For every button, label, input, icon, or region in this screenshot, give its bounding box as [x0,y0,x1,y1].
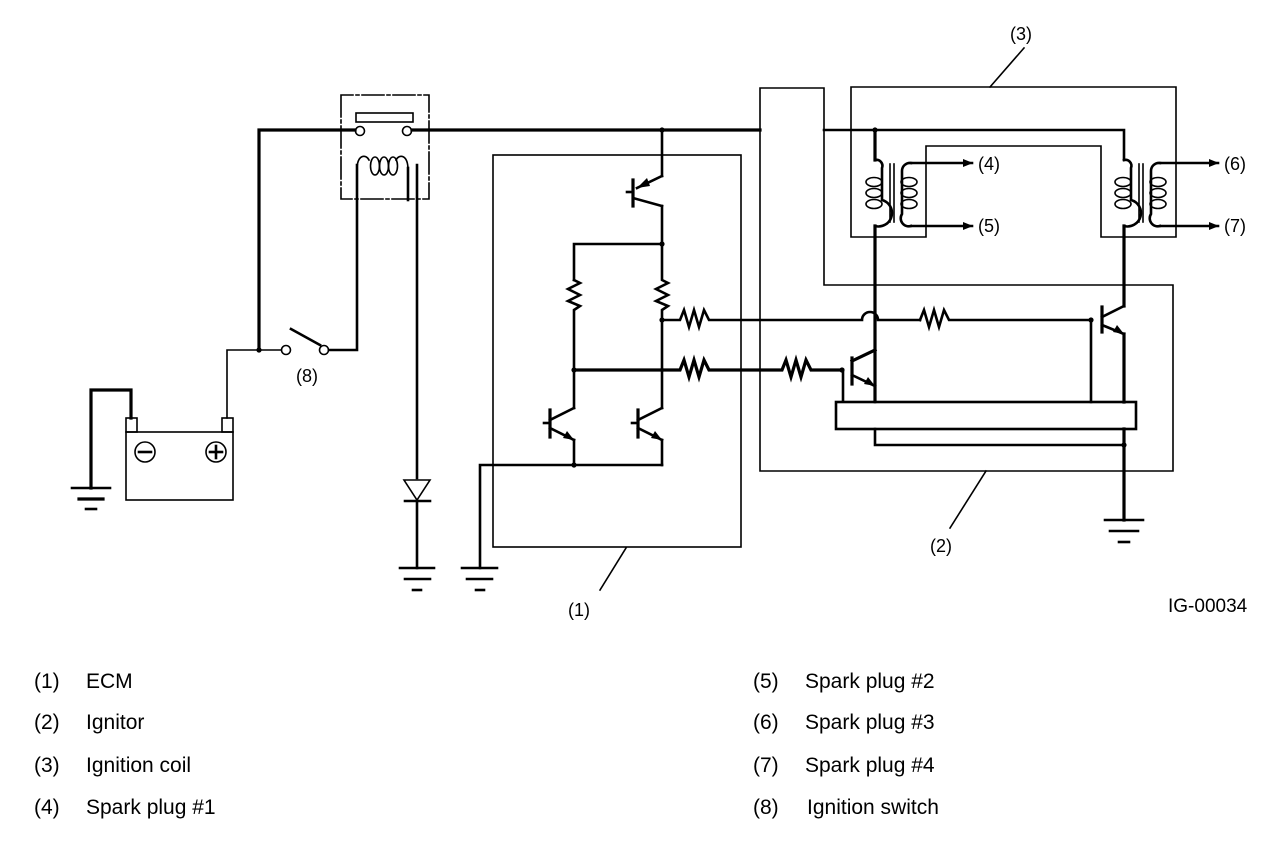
legend-number: (6) [753,711,779,734]
legend-label: Spark plug #4 [805,754,935,777]
legend-number: (2) [34,711,60,734]
ignition-switch[interactable] [258,163,359,356]
ecm-wire [572,242,664,282]
legend-number: (1) [34,670,60,693]
resistor-icon [652,242,671,372]
callout-spark-plug-2: (5) [978,216,1000,236]
diode-icon [402,479,432,570]
resistor-icon [918,305,1093,332]
legend-label: Ignition coil [86,754,192,777]
ground-icon [460,566,499,592]
callout-spark-plug-3: (6) [1224,154,1246,174]
legend-number: (3) [34,754,60,777]
callout-ignition-switch: (8) [296,366,318,386]
ignition-circuit-diagram: (8) (1) [70,24,1246,620]
battery-positive-wire [226,349,260,419]
callout-ignitor: (2) [930,536,952,556]
legend-label: Ignition switch [807,796,939,819]
ecm-box [492,154,742,548]
battery-ground-wire [89,388,133,490]
callout-ecm: (1) [568,600,590,620]
ignition-coil-1 [865,158,918,402]
legend-number: (8) [753,796,779,819]
ecm-npn-transistor [542,368,576,467]
ignitor-box [759,87,1174,472]
ignitor-transistor-2 [1088,304,1126,404]
ground-icon [398,566,436,592]
callout-ignition-coil: (3) [1010,24,1032,44]
ignitor-transistor-1 [841,347,878,404]
ground-icon [1103,518,1145,544]
main-relay [340,94,430,202]
coil-supply-wire [822,128,1126,162]
ignitor-module [834,400,1138,431]
legend-number: (4) [34,796,60,819]
legend-label: Spark plug #3 [805,711,935,734]
ignition-coil-box [850,86,1177,238]
legend-label: Ignitor [86,711,145,734]
ground-icon [70,486,112,511]
ecm-pnp-transistor [625,128,664,246]
ecm-signal-wire-2 [660,354,844,383]
battery [125,417,234,501]
legend-number: (7) [753,754,779,777]
callout-leader-ecm [598,546,628,592]
ecm-npn-transistor [630,368,664,467]
callout-spark-plug-4: (7) [1224,216,1246,236]
battery-negative-icon [134,441,156,463]
battery-positive-icon [205,441,227,463]
legend-label: Spark plug #2 [805,670,935,693]
callout-leader-ignition-coil [988,46,1026,89]
ecm-ground-wire [478,463,664,570]
ignitor-ground-wire [873,427,1126,447]
ecm-signal-wire-1 [660,305,922,332]
callout-leader-ignitor [948,469,988,530]
ignition-coil-2 [1114,158,1167,308]
figure-id: IG-00034 [1168,596,1248,617]
legend-label: Spark plug #1 [86,796,216,819]
callout-spark-plug-1: (4) [978,154,1000,174]
resistor-icon [564,278,583,372]
legend-number: (5) [753,670,779,693]
legend-label: ECM [86,670,133,693]
main-power-wire [257,128,357,352]
